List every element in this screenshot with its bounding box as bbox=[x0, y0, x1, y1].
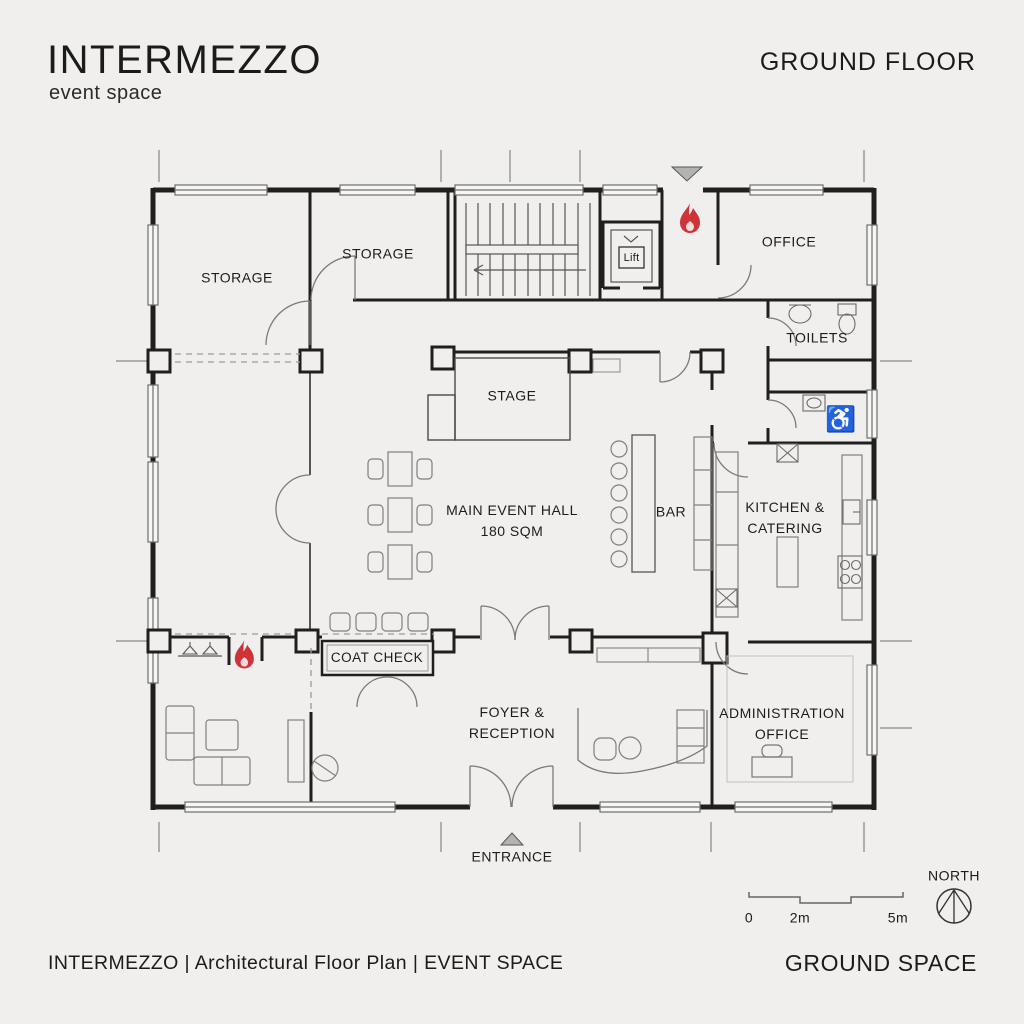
room-label-foyer: FOYER & RECEPTION bbox=[468, 704, 556, 741]
staircase bbox=[465, 203, 591, 296]
room-label-toilets: TOILETS bbox=[786, 329, 848, 346]
coat-check-counter bbox=[320, 639, 435, 677]
furniture bbox=[165, 434, 863, 786]
room-label-kitchen: KITCHEN & CATERING bbox=[745, 499, 825, 536]
fixtures bbox=[178, 303, 863, 657]
wheelchair-accessible-icon: ♿ bbox=[825, 405, 857, 434]
room-label-main-event-hall: MAIN EVENT HALL 180 SQM bbox=[446, 502, 578, 539]
fire-icon bbox=[680, 203, 700, 233]
entrance-triangle-icon bbox=[499, 832, 525, 846]
scale-zero-label: 0 bbox=[744, 909, 754, 926]
survey-ticks bbox=[116, 150, 912, 852]
exit-triangle-icon bbox=[670, 166, 704, 182]
footer-caption: INTERMEZZO | Architectural Floor Plan | … bbox=[48, 952, 564, 974]
room-label-office: OFFICE bbox=[761, 233, 817, 250]
scale-2m-label: 2m bbox=[789, 909, 811, 926]
lift-shaft bbox=[601, 220, 662, 290]
room-label-administration-office: ADMINISTRATION OFFICE bbox=[719, 705, 845, 742]
door-swings bbox=[265, 255, 797, 808]
dashed-lines bbox=[175, 353, 433, 710]
structural-columns bbox=[146, 345, 729, 665]
room-label-storage-1: STORAGE bbox=[201, 269, 273, 286]
scale-bar bbox=[748, 892, 904, 904]
floor-label: GROUND FLOOR bbox=[759, 48, 976, 76]
room-label-stage: STAGE bbox=[487, 387, 537, 404]
entrance-label: ENTRANCE bbox=[471, 848, 553, 865]
fire-icon bbox=[234, 640, 254, 669]
stage-platform bbox=[427, 357, 621, 441]
brand-title: INTERMEZZO bbox=[47, 38, 322, 82]
footer-floor-caption: GROUND SPACE bbox=[784, 950, 977, 976]
north-compass-icon bbox=[936, 888, 972, 924]
north-label: NORTH bbox=[927, 867, 981, 884]
brand-subtitle: event space bbox=[49, 82, 163, 104]
room-label-lift: Lift bbox=[623, 251, 640, 264]
room-label-bar: BAR bbox=[655, 503, 687, 520]
room-label-coat-check: COAT CHECK bbox=[330, 649, 424, 665]
scale-5m-label: 5m bbox=[887, 909, 909, 926]
room-label-storage-2: STORAGE bbox=[342, 245, 414, 262]
